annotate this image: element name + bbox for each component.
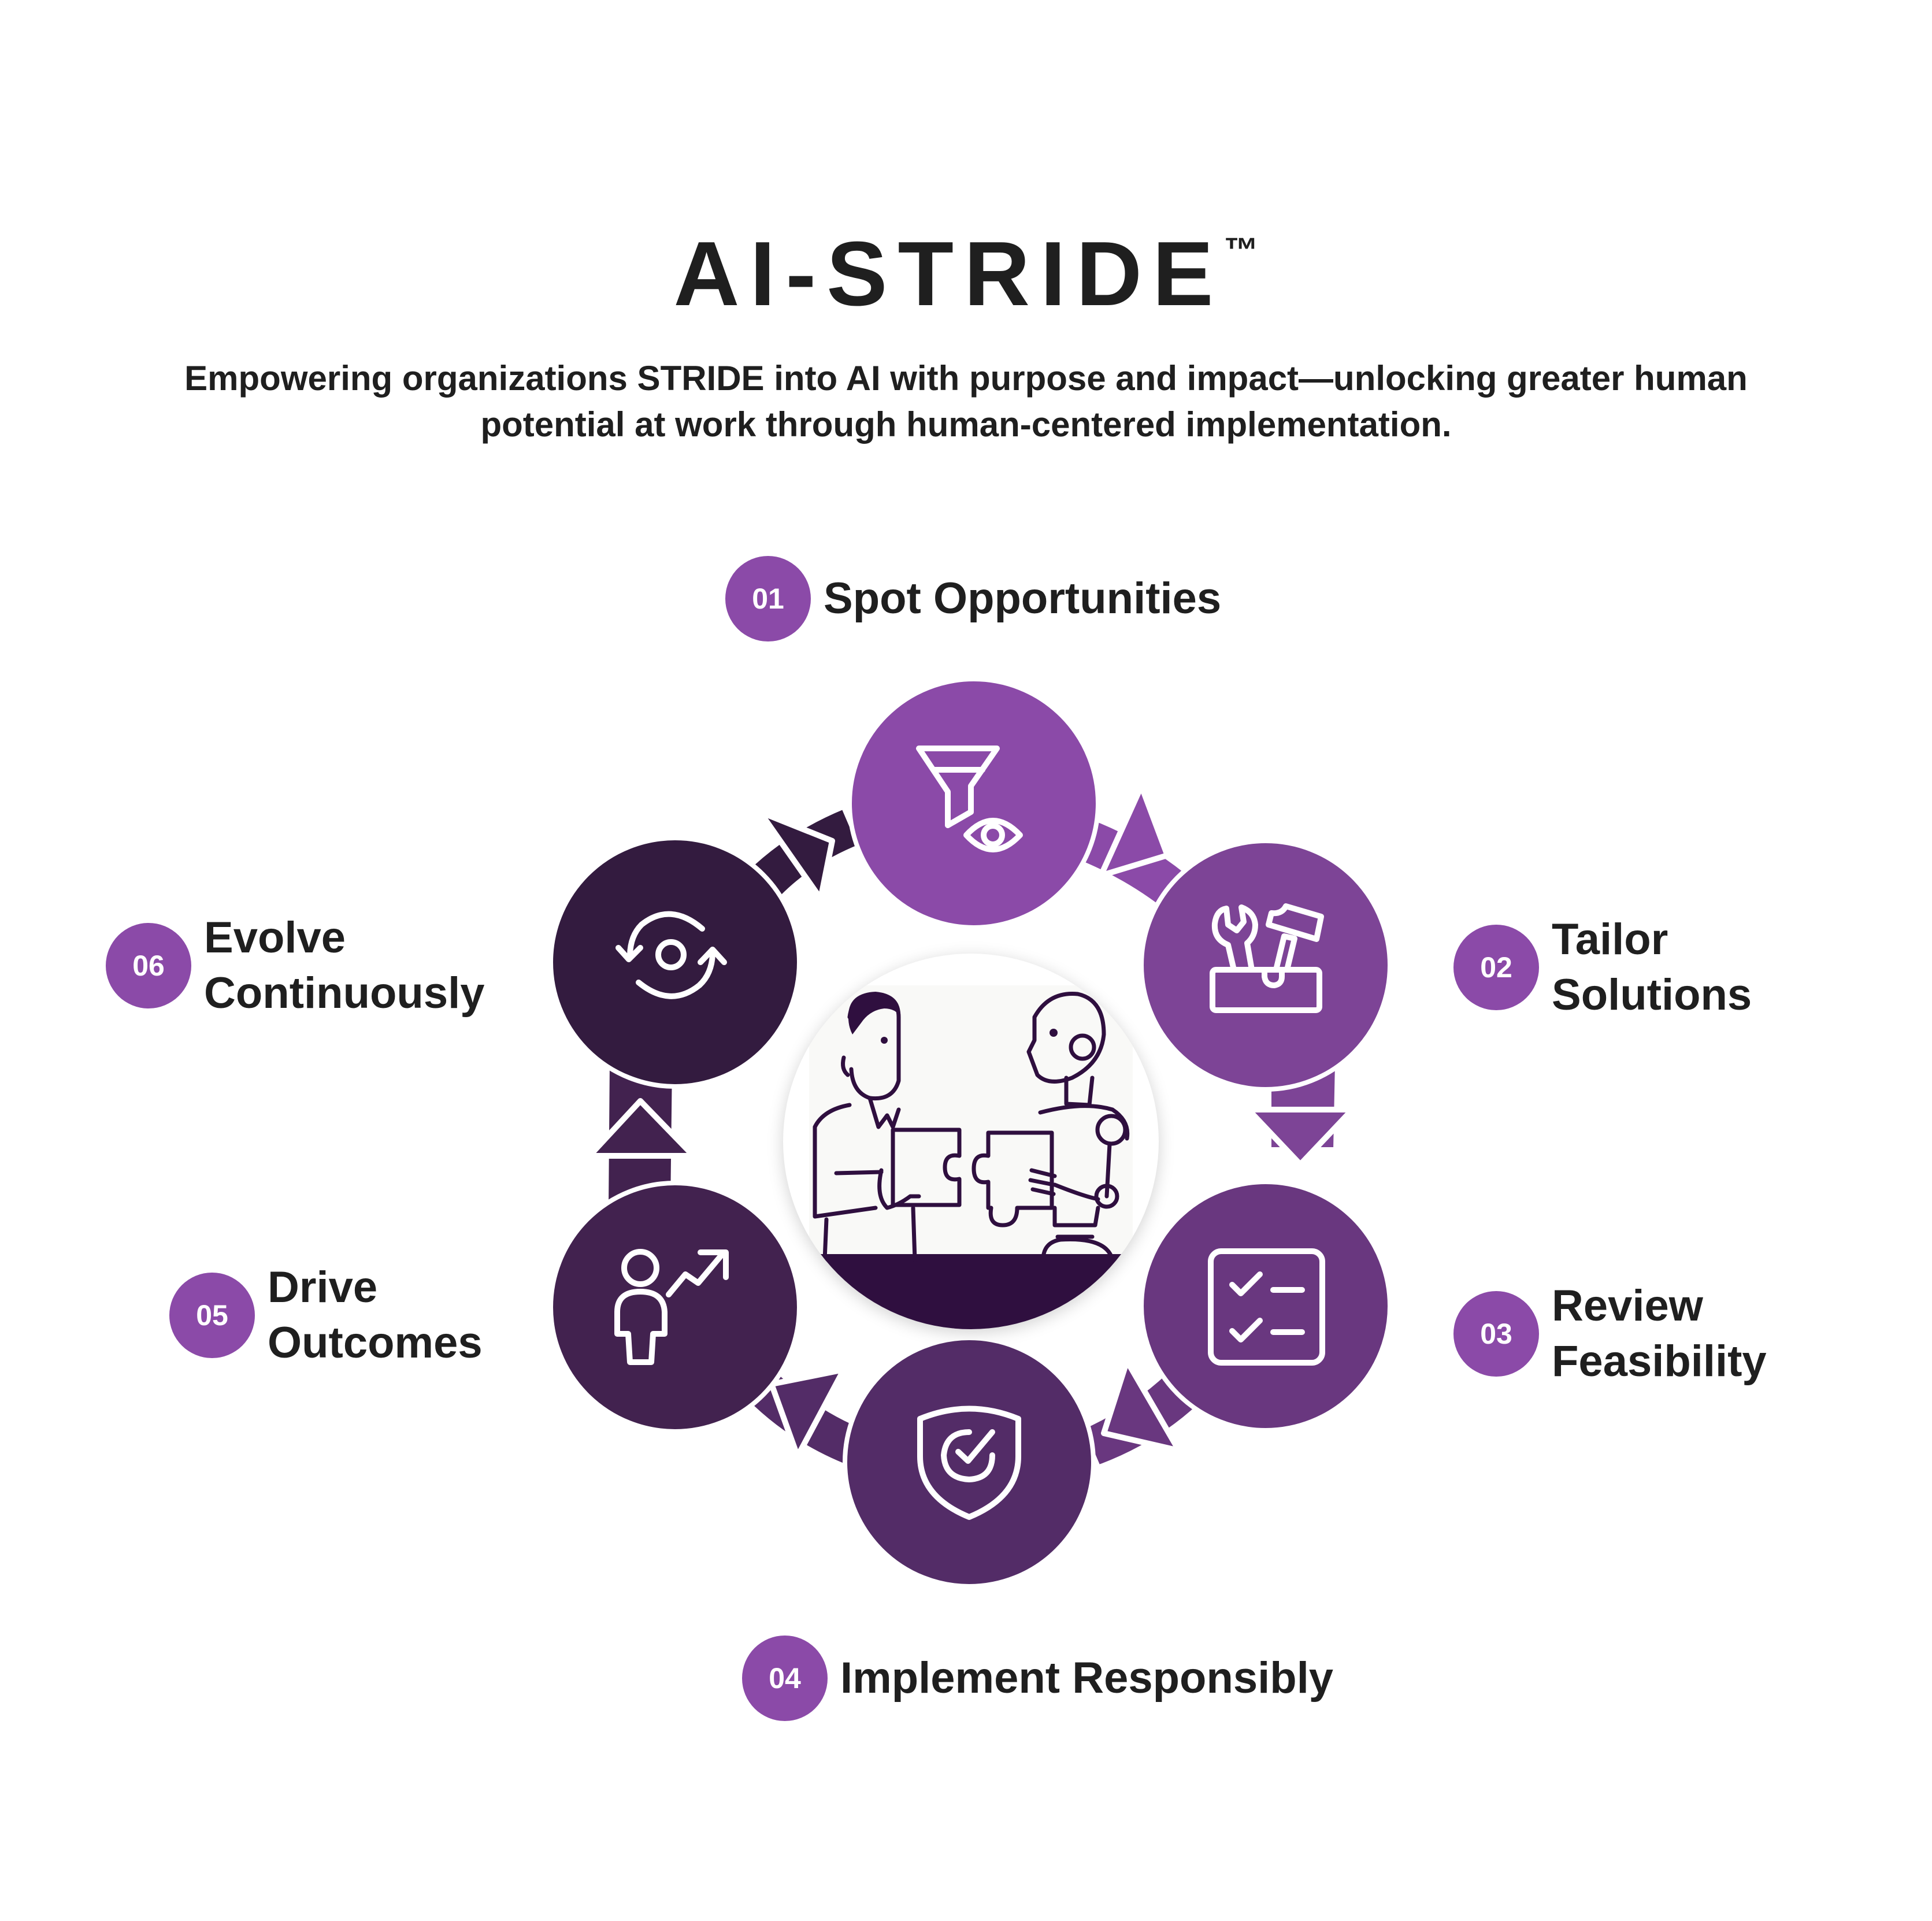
person-growth-icon <box>614 1249 729 1365</box>
step-circle-5[interactable] <box>548 1181 802 1434</box>
step-label-3: 03 Review Feasibility <box>1453 1278 1767 1389</box>
step-circle-3[interactable] <box>1139 1180 1392 1433</box>
step-label-5: 05 Drive Outcomes <box>169 1260 483 1371</box>
step-label-2: 02 Tailor Solutions <box>1453 912 1752 1023</box>
step-number-badge: 06 <box>106 923 191 1008</box>
cycle-refresh-icon <box>615 911 727 999</box>
shield-check-icon <box>917 1405 1021 1520</box>
step-number-badge: 04 <box>742 1636 828 1721</box>
page-title: AI-STRIDE™ <box>673 223 1259 325</box>
step-label-4: 04 Implement Responsibly <box>742 1636 1333 1721</box>
center-illustration <box>783 954 1159 1329</box>
step-title: Implement Responsibly <box>840 1653 1334 1703</box>
step-title: Drive Outcomes <box>268 1263 483 1367</box>
step-circle-1[interactable] <box>847 677 1100 930</box>
step-circle-4[interactable] <box>843 1336 1096 1589</box>
step-circle-2[interactable] <box>1139 839 1392 1092</box>
step-number-badge: 05 <box>169 1273 255 1358</box>
human-and-robot-puzzle-illustration <box>783 985 1159 1329</box>
step-title: Spot Opportunities <box>824 574 1222 623</box>
page-subtitle: Empowering organizations STRIDE into AI … <box>184 359 1748 444</box>
step-number-badge: 03 <box>1453 1291 1539 1377</box>
step-title: Review Feasibility <box>1552 1281 1767 1386</box>
toolbox-icon <box>1210 903 1324 1013</box>
step-circle-6[interactable] <box>548 836 802 1089</box>
trademark: ™ <box>1223 231 1259 269</box>
step-number-badge: 02 <box>1453 925 1539 1010</box>
step-label-1: 01 Spot Opportunities <box>725 556 1221 641</box>
funnel-eye-icon <box>916 746 1023 852</box>
step-title: Evolve Continuously <box>204 913 485 1018</box>
checklist-icon <box>1208 1248 1325 1366</box>
step-number-badge: 01 <box>725 556 811 641</box>
step-title: Tailor Solutions <box>1552 915 1752 1019</box>
step-label-6: 06 Evolve Continuously <box>106 910 485 1021</box>
